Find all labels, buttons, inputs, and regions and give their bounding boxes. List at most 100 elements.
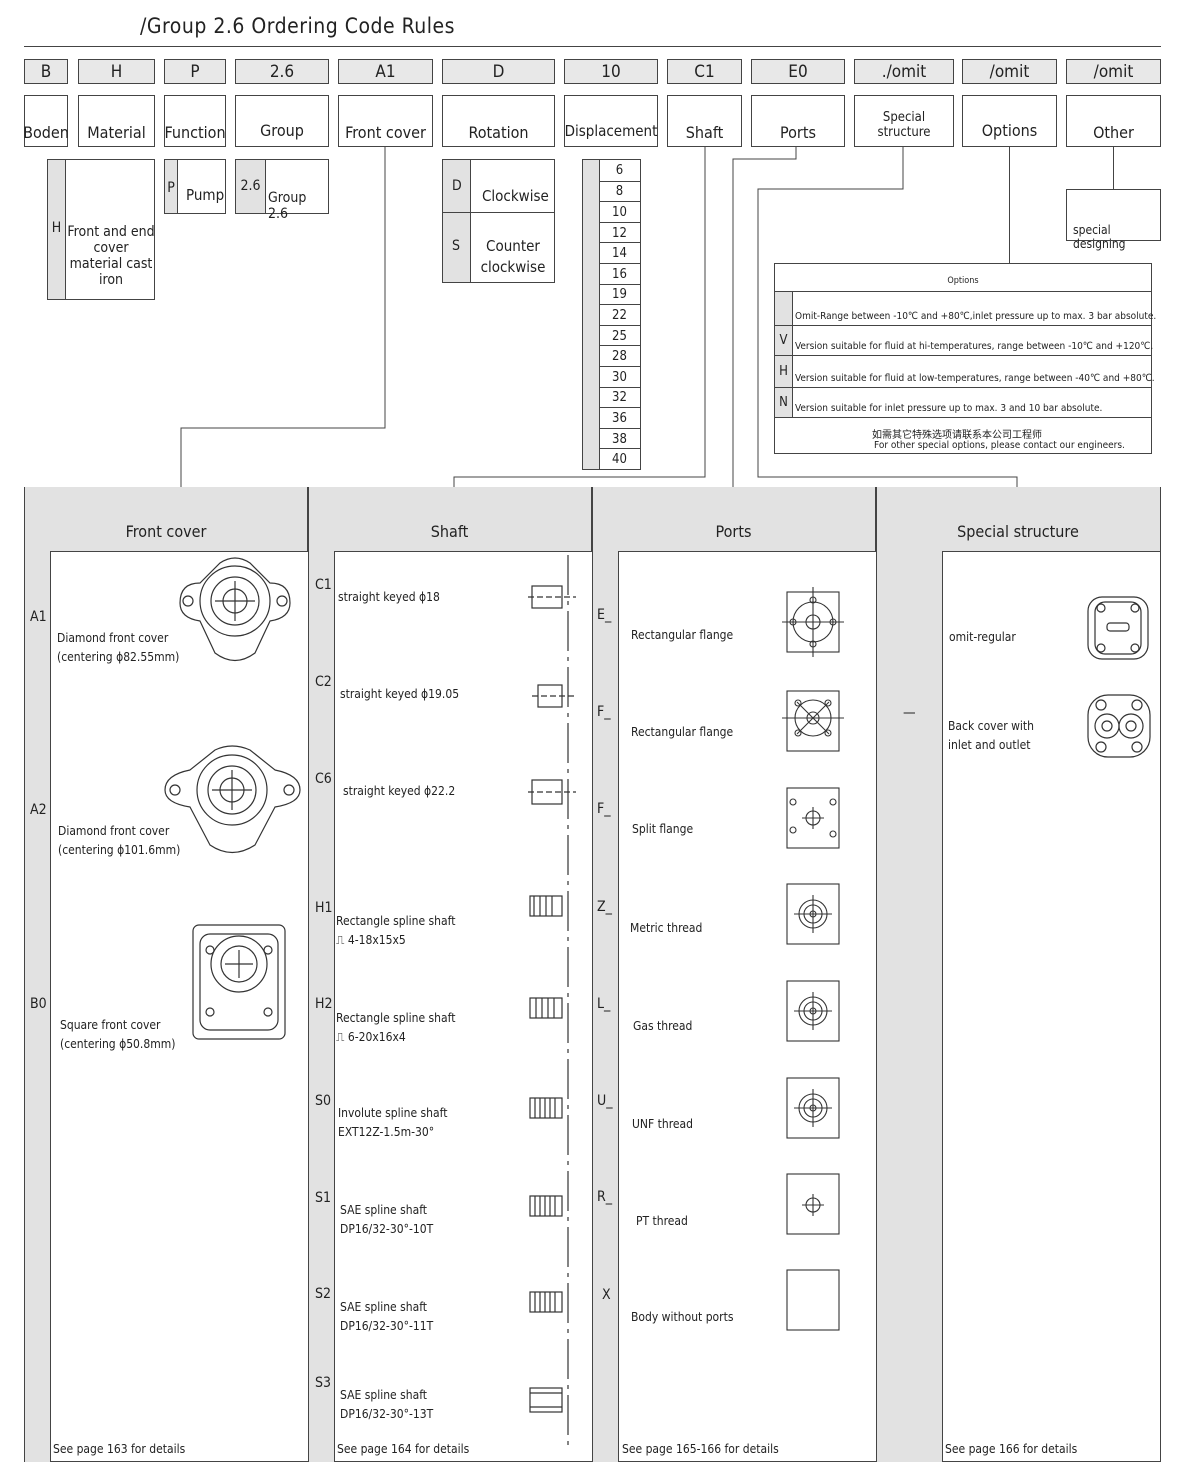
name-boden: Boden	[23, 95, 69, 147]
ports-key-u: U_	[597, 1093, 613, 1109]
rotation-box: D Clockwise S Counter clockwise	[442, 159, 555, 283]
code-group: 2.6	[235, 59, 329, 84]
options-key-strip	[775, 291, 792, 417]
group-key: 2.6	[236, 160, 266, 213]
option-text-n: Version suitable for inlet pressure up t…	[795, 403, 1103, 414]
ports-key-z: Z_	[597, 899, 612, 915]
shaft-key-s0: S0	[315, 1093, 332, 1109]
special-label-regular: omit-regular	[949, 630, 1016, 644]
page-title: /Group 2.6 Ordering Code Rules	[140, 14, 455, 38]
other-label: special designing	[1073, 223, 1126, 251]
front-cover-key-a2: A2	[30, 802, 47, 818]
material-box: H Front and end cover material cast iron	[47, 159, 155, 300]
option-row-h: H Version suitable for fluid at low-temp…	[775, 355, 1155, 387]
displacement-value: 8	[599, 180, 640, 203]
code-ports: E0	[751, 59, 845, 84]
ports-label-r: PT thread	[636, 1214, 688, 1228]
name-ports: Ports	[751, 95, 845, 147]
shaft-connector	[453, 147, 706, 487]
code-shaft: C1	[667, 59, 742, 84]
displacement-value: 38	[599, 427, 640, 450]
displacement-value: 16	[599, 263, 640, 285]
options-box: Options	[774, 263, 1152, 454]
ports-key-r: R_	[597, 1189, 613, 1205]
name-special-structure: Special structure	[854, 95, 954, 147]
front-cover-label-a1: Diamond front cover(centering ϕ82.55mm)	[57, 631, 180, 664]
name-other: Other	[1066, 95, 1161, 147]
displacement-value: 10	[599, 201, 640, 223]
displacement-value: 19	[599, 283, 640, 306]
shaft-key-h1: H1	[315, 900, 333, 916]
rotation-key-strip	[443, 160, 471, 282]
ports-label-f1: Rectangular flange	[631, 725, 734, 739]
displacement-value: 36	[599, 407, 640, 429]
option-row-omit: Omit-Range between -10℃ and +80℃,inlet p…	[775, 291, 1156, 325]
option-text-v: Version suitable for fluid at hi-tempera…	[795, 341, 1154, 352]
diamond-cover-a1-drawing	[179, 557, 291, 662]
other-connector	[1113, 147, 1114, 189]
ports-key-l: L_	[597, 996, 611, 1012]
options-note-en: For other special options, please contac…	[874, 440, 1125, 451]
displacement-key-strip	[583, 160, 600, 469]
name-function: Function	[164, 95, 226, 147]
ports-label-z: Metric thread	[630, 921, 703, 935]
displacement-list	[582, 159, 641, 470]
shaft-footer: See page 164 for details	[337, 1442, 470, 1456]
option-key-omit	[775, 292, 793, 325]
option-key-n: N	[775, 388, 793, 417]
shaft-key-s1: S1	[315, 1190, 332, 1206]
rotation-counter-clockwise: Counter clockwise	[480, 237, 546, 276]
group-label: Group 2.6	[268, 190, 307, 222]
displacement-value: 25	[599, 324, 640, 347]
displacement-value: 12	[599, 221, 640, 244]
code-special-structure: ./omit	[854, 59, 954, 84]
displacement-value: 30	[599, 366, 640, 388]
other-box: special designing	[1066, 189, 1161, 251]
option-row-n: N Version suitable for inlet pressure up…	[775, 387, 1151, 418]
front-cover-connector	[180, 147, 386, 487]
special-structure-connector	[757, 147, 1018, 487]
front-cover-key-b0: B0	[30, 996, 47, 1012]
options-note-cn: 如需其它特殊选项请联系本公司工程师	[872, 430, 1042, 441]
material-label: Front and end cover material cast iron	[67, 224, 155, 288]
special-structure-drawings	[1087, 596, 1151, 758]
shaft-key-s3: S3	[315, 1375, 332, 1391]
rotation-divider	[443, 212, 554, 213]
rotation-key-s: S	[452, 238, 460, 254]
header-ports: Ports	[592, 487, 876, 551]
connector-lines	[180, 147, 1018, 487]
ports-label-f2: Split flange	[632, 822, 694, 836]
name-front-cover: Front cover	[338, 95, 433, 147]
ports-label-l: Gas thread	[633, 1019, 693, 1033]
special-key-back-cover: —	[903, 705, 916, 721]
function-box: P Pump	[164, 159, 226, 214]
ports-connector	[732, 147, 797, 487]
displacement-value: 6	[615, 162, 624, 178]
front-cover-label-b0: Square front cover(centering ϕ50.8mm)	[60, 1018, 176, 1051]
special-key-strip	[877, 551, 943, 1462]
ports-key-e: E_	[597, 607, 612, 623]
ports-key-f2: F_	[597, 801, 611, 817]
name-material: Material	[78, 95, 155, 147]
displacement-value: 28	[599, 345, 640, 367]
code-options: /omit	[962, 59, 1057, 84]
ports-footer: See page 165-166 for details	[622, 1442, 779, 1456]
code-front-cover: A1	[338, 59, 433, 84]
front-cover-label-a2: Diamond front cover(centering ϕ101.6mm)	[58, 824, 181, 857]
material-key: H	[48, 160, 66, 299]
rotation-clockwise: Clockwise	[482, 187, 549, 205]
displacement-value: 14	[599, 242, 640, 264]
title-rule	[24, 46, 1161, 47]
option-key-v: V	[775, 326, 793, 355]
front-cover-key-strip	[25, 551, 51, 1462]
header-special-structure: Special structure	[876, 487, 1160, 551]
code-function: P	[164, 59, 226, 84]
ports-key-f1: F_	[597, 704, 611, 720]
name-displacement: Displacement	[564, 95, 658, 147]
name-group: Group	[235, 95, 329, 147]
